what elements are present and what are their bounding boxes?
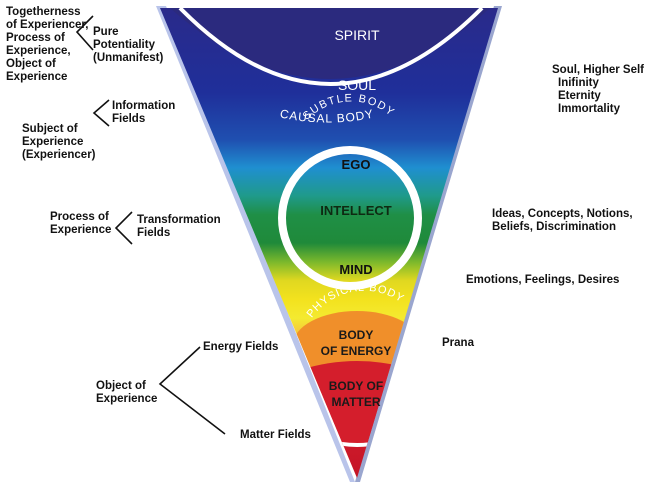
text-line: Experience xyxy=(6,71,68,83)
energy-fields-label: Energy Fields xyxy=(203,341,278,354)
text-line: Object of xyxy=(96,380,146,392)
transformation-fields-label: Transformation Fields xyxy=(137,214,221,240)
matter-fields-label: Matter Fields xyxy=(240,429,311,442)
text-line: (Experiencer) xyxy=(22,149,96,161)
body-of-energy-region xyxy=(293,311,421,379)
soul-higher-self-label: Soul, Higher Self Inifinity Eternity Imm… xyxy=(552,64,644,116)
text-line: Object of xyxy=(6,58,56,70)
prana-label: Prana xyxy=(442,337,474,350)
causal-arc-line xyxy=(178,8,484,86)
ideas-concepts-label: Ideas, Concepts, Notions, Beliefs, Discr… xyxy=(492,208,633,234)
text-line: Pure xyxy=(93,26,119,38)
text-line: Fields xyxy=(137,227,171,239)
text-line: Togetherness xyxy=(6,6,81,18)
text-line: Experience, xyxy=(6,45,71,57)
bracket-transformation-fields xyxy=(114,211,133,245)
text-line: Beliefs, Discrimination xyxy=(492,221,616,233)
bracket-pure-potentiality xyxy=(75,15,94,51)
funnel-body xyxy=(160,8,498,478)
emotions-label: Emotions, Feelings, Desires xyxy=(466,274,619,287)
text-line: of Experiencer, xyxy=(6,19,89,31)
text-line: Potentiality xyxy=(93,39,155,51)
text-line: Process of xyxy=(50,211,109,223)
togetherness-label: Togetherness of Experiencer, Process of … xyxy=(6,6,88,84)
text-line: Subject of xyxy=(22,123,78,135)
text-line: Prana xyxy=(442,337,474,349)
process-of-experience-label: Process of Experience xyxy=(50,211,111,237)
bracket-object-of-experience xyxy=(158,346,226,435)
body-of-energy-label-line2: OF ENERGY xyxy=(321,344,392,358)
text-line: Information xyxy=(112,100,176,112)
intellect-label: INTELLECT xyxy=(320,203,392,218)
text-line: Process of xyxy=(6,32,65,44)
text-line: Experience xyxy=(96,393,158,405)
text-line: Matter Fields xyxy=(240,429,311,441)
spirit-label: SPIRIT xyxy=(334,27,380,43)
text-line: Soul, Higher Self xyxy=(552,64,645,76)
text-line: Transformation xyxy=(137,214,221,226)
bracket-information-fields xyxy=(92,99,110,127)
text-line: (Unmanifest) xyxy=(93,52,164,64)
text-line: Inifinity xyxy=(558,77,599,89)
text-line: Ideas, Concepts, Notions, xyxy=(492,208,633,220)
body-of-matter-label-line2: MATTER xyxy=(331,395,380,409)
funnel-left-shadow xyxy=(156,6,355,482)
body-of-matter-label-line1: BODY OF xyxy=(329,379,383,393)
body-of-energy-label-line1: BODY xyxy=(339,328,374,342)
funnel-right-shadow xyxy=(355,6,502,482)
object-of-experience-label: Object of Experience xyxy=(96,380,157,406)
mind-label: MIND xyxy=(339,262,372,277)
text-line: Immortality xyxy=(558,103,620,115)
ego-label: EGO xyxy=(342,157,371,172)
text-line: Energy Fields xyxy=(203,341,279,353)
subtle-body-ring xyxy=(278,146,422,290)
text-line: Fields xyxy=(112,113,146,125)
soul-label: SOUL xyxy=(338,77,376,93)
pure-potentiality-label: Pure Potentiality (Unmanifest) xyxy=(93,26,163,65)
text-line: Experience xyxy=(50,224,112,236)
causal-body-label: CAUSAL BODY xyxy=(279,107,374,126)
svg-text:CAUSAL BODY: CAUSAL BODY xyxy=(279,107,375,126)
text-line: Experience xyxy=(22,136,84,148)
text-line: Eternity xyxy=(558,90,601,102)
information-fields-label: Information Fields xyxy=(112,100,175,126)
subject-of-experience-label: Subject of Experience (Experiencer) xyxy=(22,123,96,162)
text-line: Emotions, Feelings, Desires xyxy=(466,274,620,286)
